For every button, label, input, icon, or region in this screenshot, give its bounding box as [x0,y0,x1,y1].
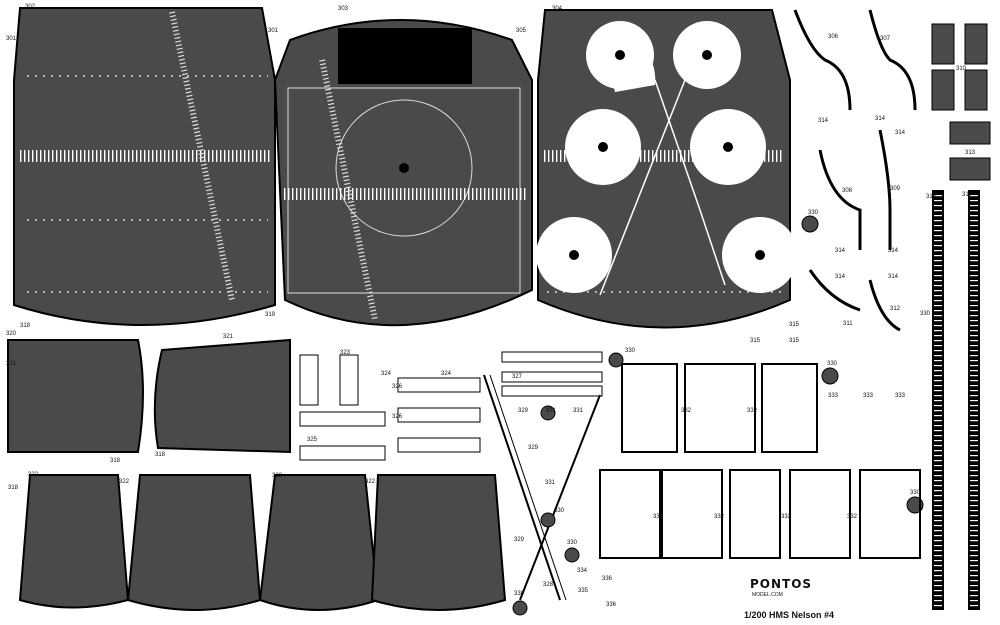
part-label-334: 334 [577,568,588,574]
rails-306-312 [793,9,917,332]
part-label-332: 332 [781,514,792,520]
part-label-302: 302 [25,4,36,10]
part-label-333: 333 [863,393,874,399]
part-label-314: 314 [835,274,846,280]
part-label-330: 330 [554,508,565,514]
part-label-301: 301 [268,28,279,34]
part-label-329: 329 [514,537,525,543]
strips-316-317 [932,190,980,610]
part-label-331: 331 [545,480,556,486]
part-label-318: 318 [155,452,166,458]
part-label-326: 326 [392,414,403,420]
part-label-314: 314 [888,274,899,280]
part-label-314: 314 [895,130,906,136]
part-label-310: 310 [956,66,967,72]
part-label-336: 336 [602,576,613,582]
panel-322-row [18,474,507,611]
part-label-332: 332 [747,408,758,414]
part-label-324: 324 [381,371,392,377]
part-label-318: 318 [8,485,19,491]
part-label-322: 322 [365,479,376,485]
part-label-330: 330 [567,540,578,546]
deck-plate-302 [13,7,276,326]
part-label-329: 329 [518,408,529,414]
part-label-314: 314 [875,116,886,122]
part-label-309: 309 [890,186,901,192]
frames-332 [599,363,921,559]
part-label-332: 332 [714,514,725,520]
part-label-304: 304 [552,6,563,12]
boxes-310-313 [931,23,991,181]
deck-plate-304 [536,9,798,329]
part-label-312: 312 [890,306,901,312]
part-label-330: 330 [514,591,525,597]
part-label-323: 323 [340,350,351,356]
part-label-314: 314 [835,248,846,254]
part-label-303: 303 [338,6,349,12]
part-label-315: 315 [750,338,761,344]
part-label-326: 326 [392,384,403,390]
panel-320 [7,339,144,453]
part-label-330: 330 [625,348,636,354]
part-label-329: 329 [528,445,539,451]
part-label-332: 332 [847,514,858,520]
part-label-321: 321 [223,334,234,340]
part-label-317: 317 [962,192,973,198]
part-label-305: 305 [516,28,527,34]
part-label-330: 330 [920,311,931,317]
part-label-316: 316 [926,194,937,200]
part-label-315: 315 [789,338,800,344]
part-label-318: 318 [110,458,121,464]
part-label-331: 331 [546,408,557,414]
part-label-322: 322 [28,472,39,478]
part-label-319: 319 [265,312,276,318]
part-label-318: 318 [20,323,31,329]
part-label-327: 327 [512,374,523,380]
part-label-328: 328 [543,582,554,588]
part-label-330: 330 [808,210,819,216]
brand-sub: MODEL.COM [752,592,783,598]
part-label-320: 320 [6,331,17,337]
ladder-parts [299,351,603,601]
part-label-308: 308 [842,188,853,194]
part-label-336: 336 [606,602,617,608]
panel-321 [153,338,291,454]
fret-title: 1/200 HMS Nelson #4 [744,610,834,620]
part-label-311: 311 [843,321,853,327]
part-label-322: 322 [272,473,283,479]
brand-logo: PONTOS [750,577,812,591]
part-label-324: 324 [441,371,452,377]
part-label-333: 333 [895,393,906,399]
part-label-332: 332 [681,408,692,414]
part-label-314: 314 [888,248,899,254]
part-label-333: 333 [828,393,839,399]
part-label-301: 301 [6,36,17,42]
part-label-330: 330 [827,361,838,367]
part-label-332: 332 [653,514,664,520]
part-label-313: 313 [965,150,976,156]
part-label-322: 322 [119,479,130,485]
part-label-307: 307 [880,36,891,42]
reel-parts-330 [512,215,924,616]
part-label-325: 325 [307,437,318,443]
part-label-315: 315 [789,322,800,328]
part-label-330: 330 [910,490,921,496]
part-label-321: 321 [6,361,17,367]
part-label-331: 331 [573,408,584,414]
part-label-335: 335 [578,588,589,594]
part-label-314: 314 [818,118,829,124]
part-label-306: 306 [828,34,839,40]
deck-plate-303 [273,19,533,327]
